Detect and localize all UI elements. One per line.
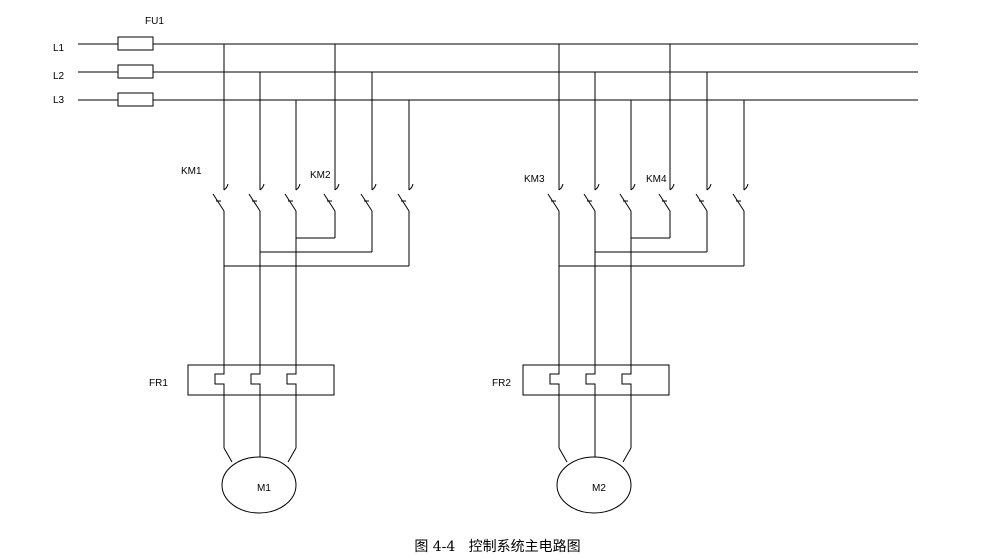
- km-forward-contact-blade: [212, 193, 225, 212]
- km-reverse-contact-hook: [371, 183, 377, 191]
- km-forward-contact-blade: [583, 193, 596, 212]
- contactor-label-km2: KM2: [310, 170, 331, 181]
- overload-relay-fr1: [187, 364, 335, 396]
- km-reverse-contact-blade: [695, 193, 708, 212]
- motor-lead-wire: [622, 447, 632, 463]
- km-reverse-contact-blade: [360, 193, 373, 212]
- relay-label-fr2: FR2: [492, 378, 511, 389]
- contactor-label-km1: KM1: [181, 166, 202, 177]
- motor-m2: [556, 456, 632, 514]
- km-forward-contact-hook: [259, 183, 265, 191]
- fuse-l1: [117, 36, 154, 51]
- motor-lead-wire: [287, 447, 297, 463]
- overload-relay-element: [549, 365, 560, 395]
- phase-label-l3: L3: [53, 95, 65, 106]
- km-reverse-contact-hook: [743, 183, 749, 191]
- motor-label-m1: M1: [257, 483, 271, 494]
- relay-label-fr1: FR1: [149, 378, 168, 389]
- overload-relay-element: [250, 365, 261, 395]
- overload-relay-element: [214, 365, 225, 395]
- km-reverse-contact-hook: [706, 183, 712, 191]
- motor-m1: [221, 456, 297, 514]
- km-reverse-contact-blade: [658, 193, 671, 212]
- contactor-label-km3: KM3: [524, 174, 545, 185]
- motor-label-m2: M2: [592, 483, 606, 494]
- km-forward-contact-hook: [295, 183, 301, 191]
- km-forward-contact-blade: [248, 193, 261, 212]
- overload-relay-element: [286, 365, 297, 395]
- motor-lead-wire: [558, 447, 568, 463]
- phase-label-l1: L1: [53, 43, 65, 54]
- km-forward-contact-hook: [558, 183, 564, 191]
- km-reverse-contact-hook: [669, 183, 675, 191]
- overload-relay-element: [621, 365, 632, 395]
- contactor-label-km4: KM4: [646, 174, 667, 185]
- km-reverse-contact-hook: [408, 183, 414, 191]
- fuse-l2: [117, 64, 154, 79]
- km-reverse-contact-hook: [334, 183, 340, 191]
- fuse-l3: [117, 92, 154, 107]
- km-reverse-contact-blade: [732, 193, 745, 212]
- km-forward-contact-hook: [630, 183, 636, 191]
- overload-relay-element: [585, 365, 596, 395]
- km-forward-contact-hook: [223, 183, 229, 191]
- motor-lead-wire: [223, 447, 233, 463]
- km-forward-contact-blade: [619, 193, 632, 212]
- fuse-label: FU1: [145, 16, 164, 27]
- km-forward-contact-hook: [594, 183, 600, 191]
- figure-caption: 图 4-4 控制系统主电路图: [414, 539, 581, 555]
- km-forward-contact-blade: [284, 193, 297, 212]
- phase-label-l2: L2: [53, 71, 65, 82]
- km-reverse-contact-blade: [323, 193, 336, 212]
- km-reverse-contact-blade: [397, 193, 410, 212]
- km-forward-contact-blade: [547, 193, 560, 212]
- overload-relay-fr2: [522, 364, 670, 396]
